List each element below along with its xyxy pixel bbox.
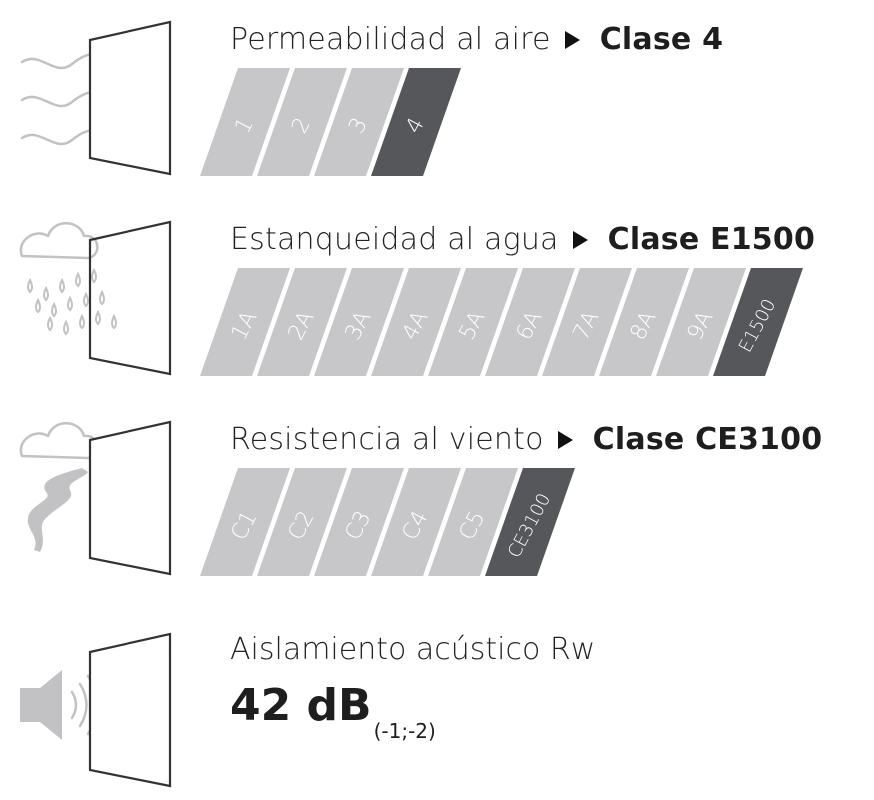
speaker-icon — [10, 600, 190, 788]
class-bar-e1500: E1500 — [713, 268, 803, 376]
class-bar-shape — [257, 468, 347, 576]
acoustic-section — [0, 600, 874, 800]
air-permeability-title: Permeabilidad al aire Clase 4 — [230, 22, 723, 57]
class-bar-shape — [314, 268, 404, 376]
class-bar-c2: C2 — [257, 468, 347, 576]
class-bar-shape — [200, 268, 290, 376]
acoustic-value: 42 dB(-1;-2) — [230, 680, 436, 743]
section-value: Clase CE3100 — [592, 422, 823, 457]
class-bar-shape — [257, 268, 347, 376]
section-value: Clase E1500 — [607, 222, 816, 257]
class-bar-shape — [599, 268, 689, 376]
water-tightness-title: Estanqueidad al agua Clase E1500 — [230, 222, 815, 257]
class-bar-shape — [428, 268, 518, 376]
class-bar-c5: C5 — [428, 468, 518, 576]
acoustic-value-subscript: (-1;-2) — [373, 719, 436, 743]
class-bar-c3: C3 — [314, 468, 404, 576]
class-bar-shape — [371, 68, 461, 176]
class-bar-6a: 6A — [485, 268, 575, 376]
class-bar-9a: 9A — [656, 268, 746, 376]
class-bar-shape — [371, 268, 461, 376]
play-arrow-icon — [564, 30, 580, 49]
class-bar-shape — [371, 468, 461, 576]
class-bar-shape — [200, 468, 290, 576]
class-bar-2a: 2A — [257, 268, 347, 376]
class-bar-3a: 3A — [314, 268, 404, 376]
class-bar-2: 2 — [257, 68, 347, 176]
class-bar-7a: 7A — [542, 268, 632, 376]
class-bar-shape — [257, 68, 347, 176]
play-arrow-icon — [572, 230, 588, 249]
class-bar-4a: 4A — [371, 268, 461, 376]
class-bar-8a: 8A — [599, 268, 689, 376]
class-bar-shape — [314, 468, 404, 576]
class-bar-3: 3 — [314, 68, 404, 176]
play-arrow-icon — [557, 430, 573, 449]
tornado-icon — [10, 400, 190, 576]
class-bar-1a: 1A — [200, 268, 290, 376]
class-bar-shape — [656, 268, 746, 376]
class-bar-shape — [428, 468, 518, 576]
class-bar-1: 1 — [200, 68, 290, 176]
class-bar-shape — [200, 68, 290, 176]
class-bar-c4: C4 — [371, 468, 461, 576]
class-bar-shape — [485, 468, 575, 576]
class-bar-4: 4 — [371, 68, 461, 176]
class-bar-c1: C1 — [200, 468, 290, 576]
section-label: Permeabilidad al aire — [230, 22, 551, 57]
air-wind-icon — [10, 0, 190, 176]
class-bar-shape — [485, 268, 575, 376]
section-label: Estanqueidad al agua — [230, 222, 559, 257]
section-label: Resistencia al viento — [230, 422, 544, 457]
rain-cloud-icon — [10, 200, 190, 376]
class-bar-5a: 5A — [428, 268, 518, 376]
acoustic-title: Aislamiento acústico Rw — [230, 632, 596, 667]
class-bar-shape — [713, 268, 803, 376]
wind-resistance-title: Resistencia al viento Clase CE3100 — [230, 422, 822, 457]
acoustic-value-text: 42 dB — [230, 680, 372, 731]
class-bar-shape — [314, 68, 404, 176]
class-bar-shape — [542, 268, 632, 376]
section-value: Clase 4 — [599, 22, 724, 57]
